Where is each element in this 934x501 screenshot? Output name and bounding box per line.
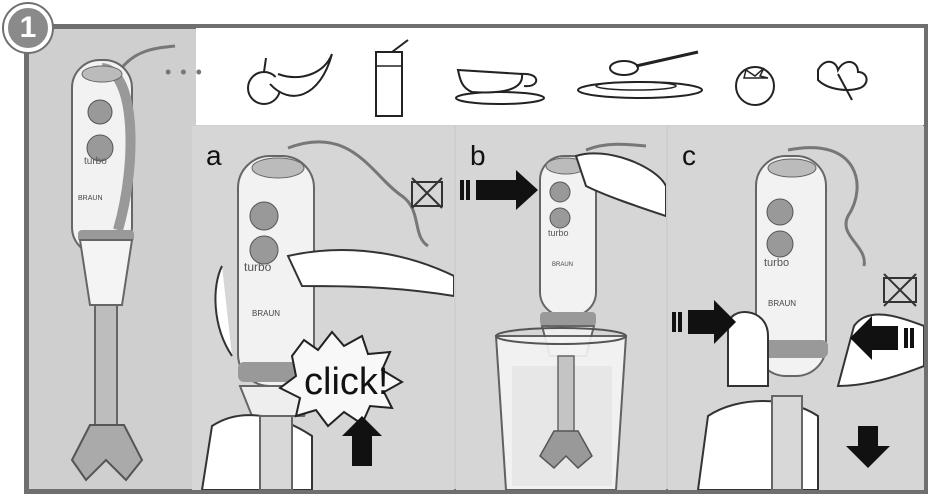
arrow-up-icon xyxy=(342,416,382,466)
turbo-label: turbo xyxy=(84,156,107,167)
panel-b-illustration: turbo BRAUN xyxy=(460,142,666,490)
click-callout: click! xyxy=(304,361,388,403)
panel-b: b turbo BRAUN xyxy=(456,126,666,490)
turbo-label: turbo xyxy=(244,260,272,274)
arrow-right-icon xyxy=(688,300,736,344)
turbo-label: turbo xyxy=(764,257,789,269)
plate-spoon-icon xyxy=(577,50,703,99)
brand-label: BRAUN xyxy=(552,262,573,268)
panel-a-letter: a xyxy=(206,140,222,171)
step-number-badge: 1 xyxy=(4,4,52,52)
panel-c: c turbo BRAUN xyxy=(668,126,924,490)
brand-label: BRAUN xyxy=(768,299,796,308)
arrow-down-icon xyxy=(846,426,890,468)
brand-label: BRAUN xyxy=(78,195,103,202)
panel-c-letter: c xyxy=(682,140,696,171)
panel-c-illustration: turbo BRAUN xyxy=(672,146,924,490)
ellipsis: • • • xyxy=(165,62,204,82)
click-burst-shape xyxy=(278,330,404,428)
banana-apple-icon xyxy=(247,53,333,105)
sauce-boat-icon xyxy=(455,68,545,105)
panel-a-illustration: turbo BRAUN click! xyxy=(200,140,454,490)
tomato-icon xyxy=(735,66,775,106)
arrow-left-icon xyxy=(850,316,898,360)
overview-blender: turbo BRAUN xyxy=(70,44,176,482)
panel-a: a turbo BRAUN click! xyxy=(192,126,454,490)
turbo-label: turbo xyxy=(548,228,569,238)
drink-glass-icon xyxy=(375,39,409,117)
brand-label: BRAUN xyxy=(252,309,280,318)
step-panels: a turbo BRAUN click! b xyxy=(192,126,924,490)
arrow-right-icon xyxy=(476,170,538,210)
parsley-icon xyxy=(817,60,868,101)
panel-b-letter: b xyxy=(470,140,486,171)
